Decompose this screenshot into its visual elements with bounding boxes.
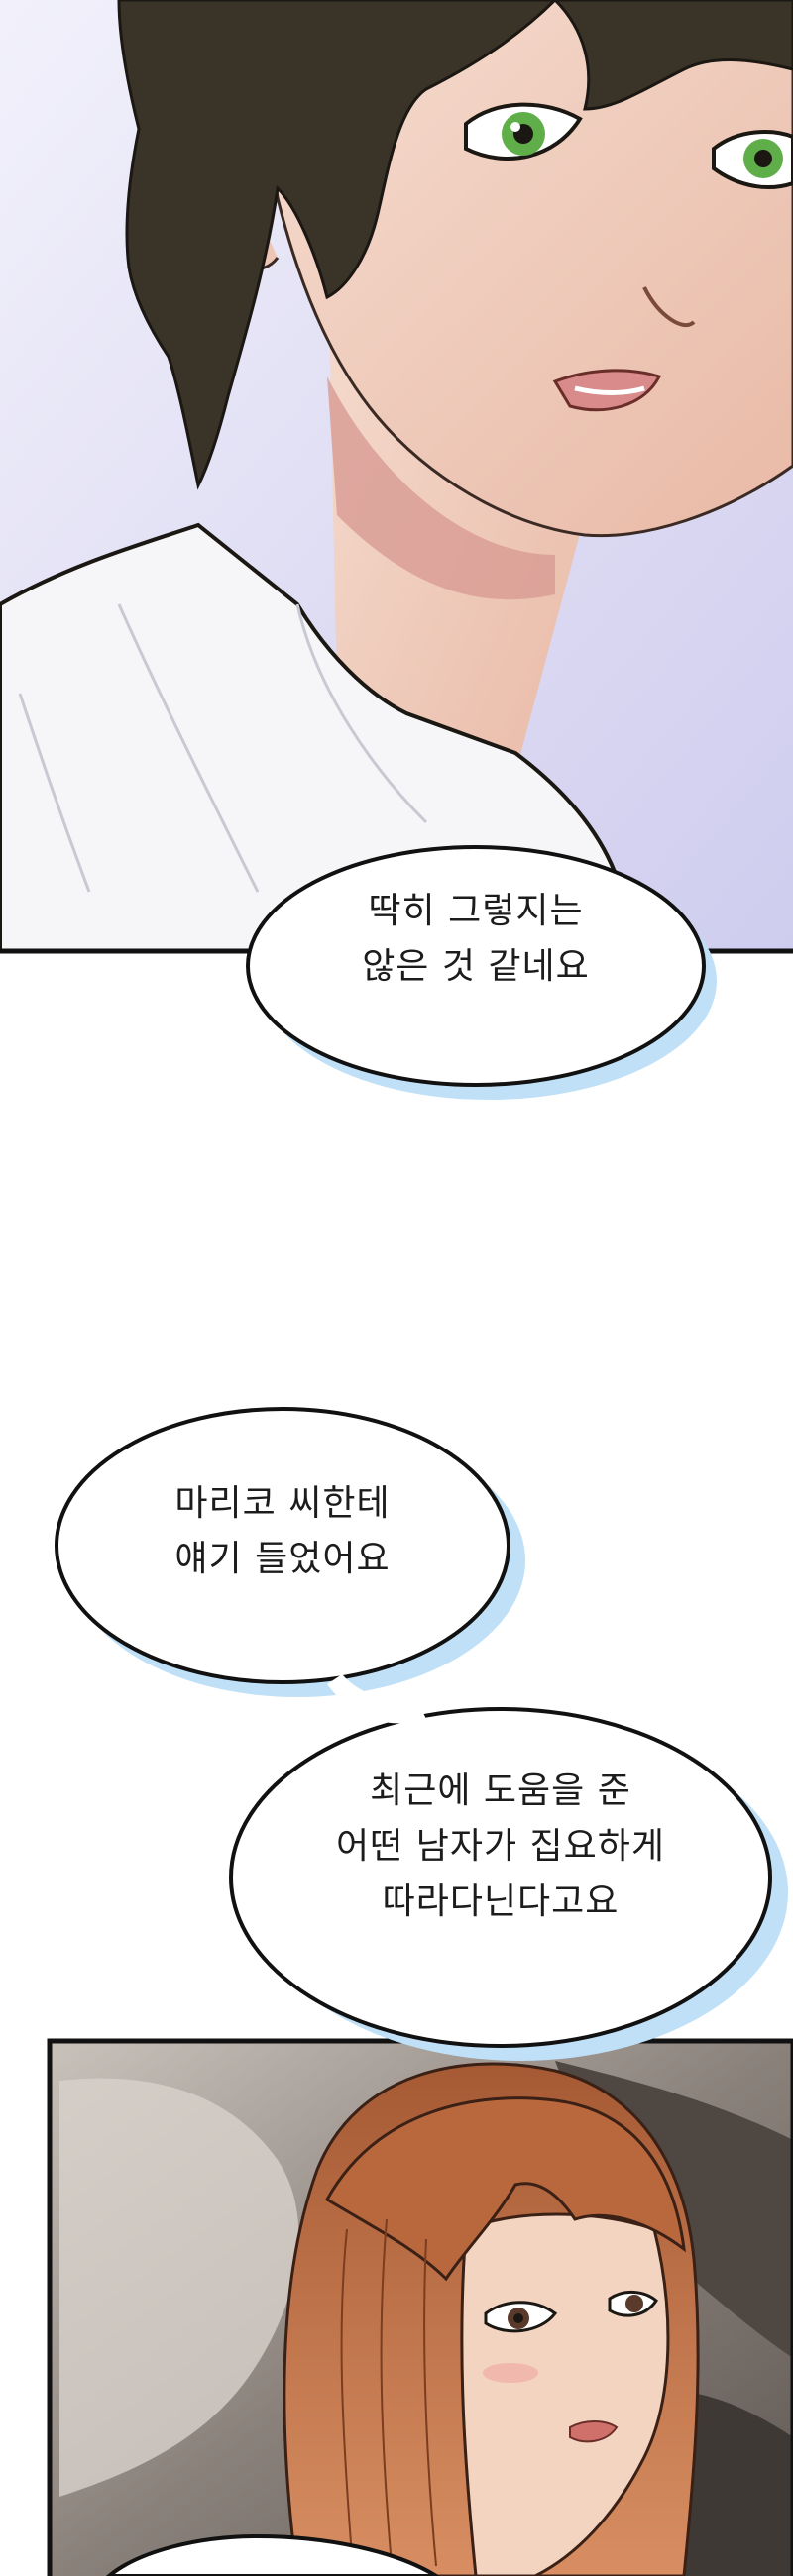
bubble-2 bbox=[55, 1407, 525, 1697]
bubble-2-text: 마리코 씨한테 얘기 들었어요 bbox=[94, 1476, 471, 1587]
bubble-line: 마리코 씨한테 bbox=[174, 1483, 391, 1524]
bubble-3 bbox=[229, 1707, 788, 2061]
woman-eye-right bbox=[608, 2291, 658, 2317]
bubble-line: 딱히 그렇지는 bbox=[368, 891, 584, 931]
bubble-line: 얘기 들었어요 bbox=[174, 1539, 391, 1579]
bubble-1-text: 딱히 그렇지는 않은 것 같네요 bbox=[287, 884, 664, 995]
eye-left bbox=[464, 102, 583, 161]
woman-eye-left bbox=[484, 2301, 558, 2333]
bubble-line: 않은 것 같네요 bbox=[362, 946, 590, 987]
bubble-3-text: 최근에 도움을 준 어떤 남자가 집요하게 따라다닌다고요 bbox=[253, 1764, 748, 1930]
mouth bbox=[552, 369, 662, 412]
eye-right bbox=[712, 130, 793, 190]
bubble-partial bbox=[105, 2533, 440, 2576]
bubble-line: 최근에 도움을 준 bbox=[370, 1771, 631, 1811]
bubble-line: 따라다닌다고요 bbox=[382, 1881, 620, 1922]
shirt bbox=[0, 522, 617, 951]
bubble-1 bbox=[246, 845, 717, 1100]
nose bbox=[642, 286, 696, 328]
bubble-line: 어떤 남자가 집요하게 bbox=[336, 1826, 665, 1867]
woman-mouth bbox=[569, 2420, 619, 2443]
hair bbox=[117, 0, 558, 490]
